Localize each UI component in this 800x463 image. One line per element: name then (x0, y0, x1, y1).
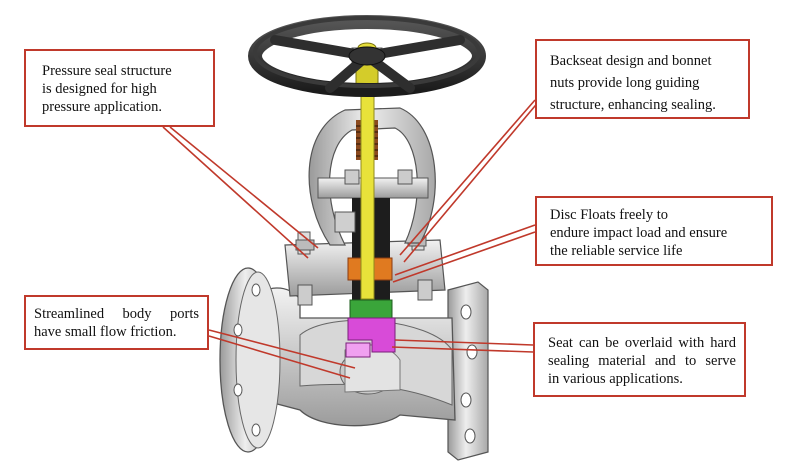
callout-line: Pressure seal structure (42, 63, 172, 79)
callout-line: nuts provide long guiding (550, 75, 700, 91)
callout-line: Disc Floats freely to (550, 207, 668, 223)
callout-body-ports: Streamlined body ports have small flow f… (24, 295, 209, 350)
handwheel (248, 15, 486, 97)
callout-line: sealing material and to serve (548, 353, 736, 369)
callout-line: is designed for high (42, 81, 157, 97)
callout-line: in various applications. (548, 371, 683, 387)
callout-disc: Disc Floats freely to endure impact load… (535, 196, 773, 266)
leader-lines (162, 99, 541, 379)
callout-line: the reliable service life (550, 243, 683, 259)
callout-pressure-seal: Pressure seal structure is designed for … (24, 49, 215, 127)
left-flange (219, 267, 281, 453)
callout-backseat: Backseat design and bonnet nuts provide … (535, 39, 750, 119)
callout-line: endure impact load and ensure (550, 225, 728, 241)
callout-line: have small flow friction. (34, 324, 177, 340)
callout-line: structure, enhancing sealing. (550, 97, 716, 113)
callout-line: Streamlined body ports (34, 306, 199, 322)
callout-line: Seat can be overlaid with hard (548, 335, 736, 351)
right-flange (447, 281, 489, 461)
callout-line: Backseat design and bonnet (550, 53, 712, 69)
callout-seat: Seat can be overlaid with hard sealing m… (533, 322, 746, 397)
cutaway-internals (334, 83, 396, 358)
callout-line: pressure application. (42, 99, 162, 115)
